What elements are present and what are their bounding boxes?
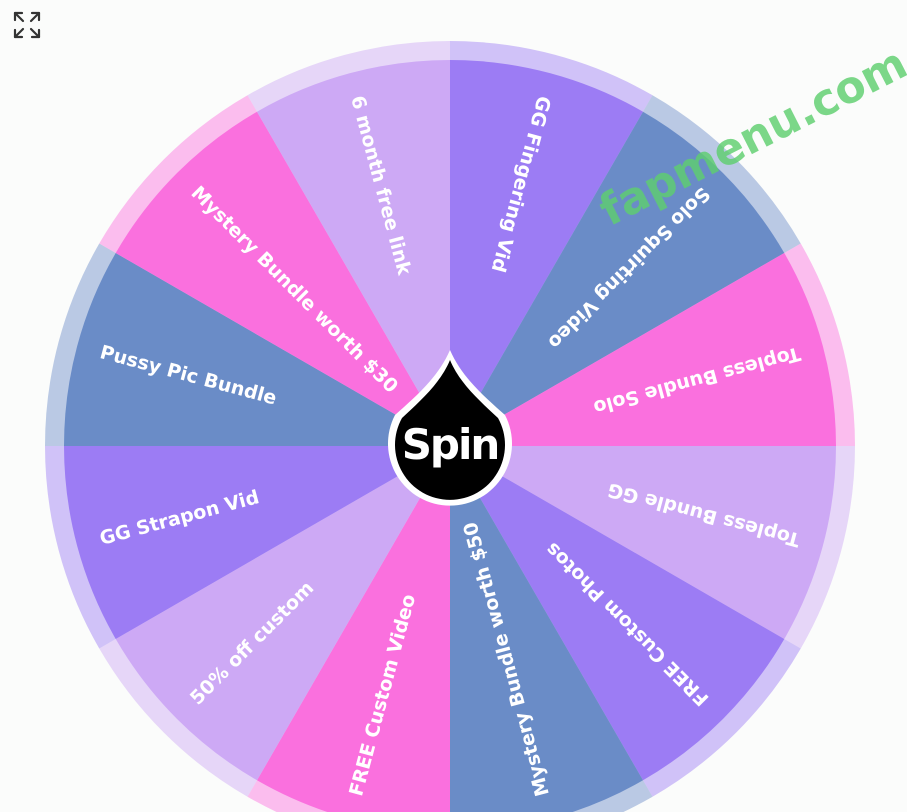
- wheel-slice: [115, 446, 450, 781]
- wheel-slices: [63, 60, 836, 812]
- wheel-slice: [450, 446, 836, 639]
- wheel-slice: [450, 446, 643, 812]
- spin-pointer: [395, 360, 506, 500]
- spin-button[interactable]: Spin: [388, 350, 512, 506]
- wheel-slice: [63, 446, 450, 639]
- spin-label: Spin: [402, 420, 499, 469]
- fullscreen-button[interactable]: [11, 9, 43, 41]
- wheel-slice: [64, 253, 450, 446]
- wheel-slice: [257, 60, 450, 446]
- wheel-slice: [115, 111, 450, 446]
- wheel-slice: [450, 60, 643, 446]
- wheel-slice: [450, 111, 785, 446]
- wheel-slice: [257, 446, 450, 812]
- wheel-slice: [450, 253, 836, 446]
- wheel-slice: [450, 446, 785, 781]
- expand-icon: [13, 11, 41, 39]
